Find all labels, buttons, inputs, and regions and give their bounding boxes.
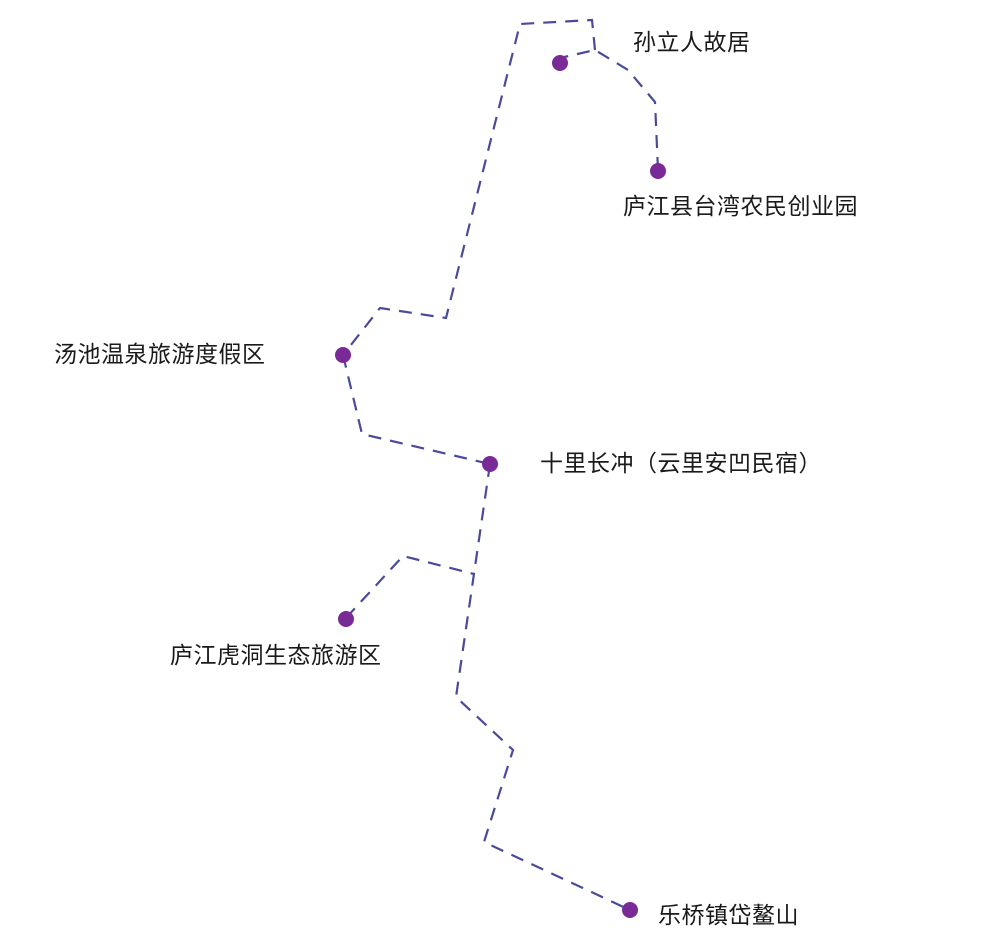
poi-label-shilichangchong: 十里长冲（云里安凹民宿）	[540, 451, 822, 477]
poi-dot-sunliren[interactable]	[552, 55, 568, 71]
poi-label-daiao: 乐桥镇岱鳌山	[658, 903, 799, 929]
route-line-tangchi-to-shili	[341, 354, 491, 466]
poi-dot-taiwan-park[interactable]	[650, 163, 666, 179]
poi-label-sunliren: 孙立人故居	[633, 30, 751, 56]
route-line-hudong-branch	[345, 554, 475, 619]
poi-dot-hudong[interactable]	[338, 611, 354, 627]
poi-label-taiwan-park: 庐江县台湾农民创业园	[623, 194, 858, 220]
route-line-north-loop	[342, 18, 597, 356]
poi-dot-tangchi[interactable]	[335, 347, 351, 363]
poi-dot-daiao[interactable]	[622, 902, 638, 918]
poi-label-hudong: 庐江虎洞生态旅游区	[170, 643, 382, 669]
route-line-shili-to-south	[454, 463, 631, 911]
poi-label-tangchi: 汤池温泉旅游度假区	[54, 342, 266, 368]
poi-dot-shilichangchong[interactable]	[482, 456, 498, 472]
route-line-main	[559, 48, 660, 171]
